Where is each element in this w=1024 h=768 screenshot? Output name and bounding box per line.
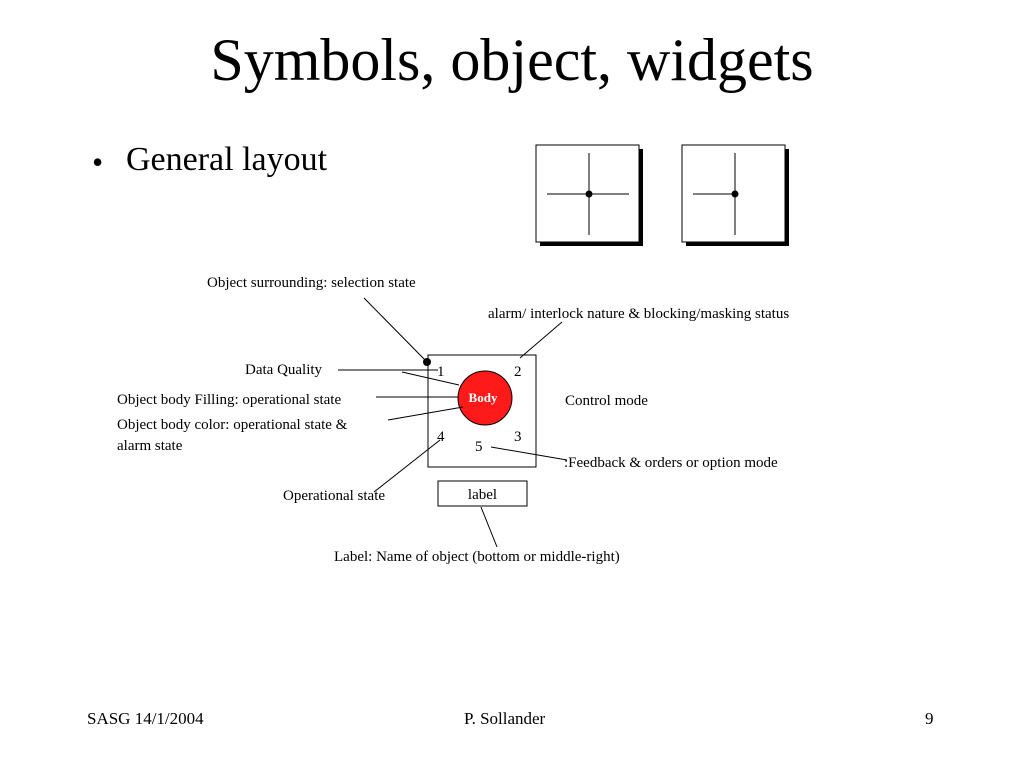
data-quality-label: Data Quality (245, 362, 323, 378)
label-box-text: label (467, 487, 498, 503)
corner-number-1: 1 (437, 364, 445, 380)
footer-author: P. Sollander (464, 709, 546, 728)
object-body-circle (457, 370, 513, 426)
object-surrounding-label: Object surrounding: selection state (207, 275, 416, 291)
body-filling-label: Object body Filling: operational state (117, 392, 342, 408)
slide-title: Symbols, object, widgets (210, 27, 814, 93)
footer-date: SASG 14/1/2004 (87, 709, 204, 728)
body-color-label-line2: alarm state (117, 438, 183, 454)
body-color-label-line1: Object body color: operational state & (117, 417, 348, 433)
crosshair-symbol-centered (535, 144, 643, 246)
feedback-label: :Feedback & orders or option mode (564, 455, 778, 471)
body-text: Body (469, 390, 498, 405)
label-box (437, 480, 528, 507)
corner-number-3: 3 (514, 429, 522, 445)
footer-page-number: 9 (925, 709, 934, 728)
label-description: Label: Name of object (bottom or middle-… (334, 549, 620, 565)
leader-lines (338, 297, 568, 548)
bullet-marker: • (92, 144, 104, 180)
corner-number-5: 5 (475, 439, 483, 455)
control-mode-label: Control mode (565, 393, 648, 409)
bullet-text: General layout (126, 141, 328, 178)
corner-number-4: 4 (437, 429, 445, 445)
crosshair-symbol-offset (681, 144, 789, 246)
corner-number-2: 2 (514, 364, 522, 380)
alarm-interlock-label: alarm/ interlock nature & blocking/maski… (488, 306, 790, 322)
object-square (427, 354, 537, 468)
operational-state-label: Operational state (283, 488, 386, 504)
